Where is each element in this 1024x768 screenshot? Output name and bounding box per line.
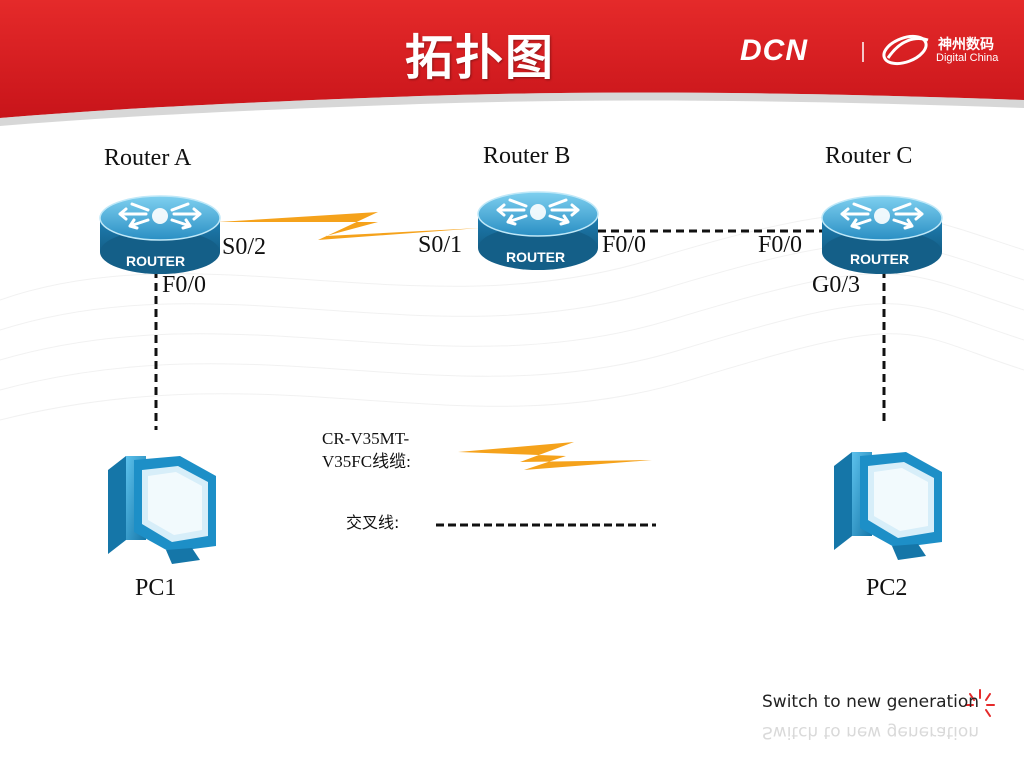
pc2-label: PC2: [866, 575, 908, 601]
pc1-icon: [108, 456, 216, 564]
legend-cross-label: 交叉线:: [346, 513, 400, 532]
slogan: Switch to new generation: [762, 692, 980, 712]
legend-serial-label-line2: V35FC线缆:: [322, 452, 411, 471]
sparkle-icon: [965, 689, 995, 717]
digital-china-logo-icon: [882, 34, 929, 66]
port-a-f00: F0/0: [162, 272, 207, 298]
brand-english-name: Digital China: [936, 52, 999, 64]
brand-chinese-name: 神州数码: [938, 37, 994, 53]
router-b-badge: ROUTER: [506, 249, 566, 265]
router-c-label: Router C: [825, 143, 913, 169]
port-c-g03: G0/3: [812, 272, 860, 298]
pc2-icon: [834, 452, 942, 560]
port-b-f00: F0/0: [602, 232, 647, 258]
port-a-s02: S0/2: [222, 234, 267, 260]
slogan-reflection: Switch to new generation: [762, 722, 980, 742]
port-b-s01: S0/1: [418, 232, 463, 258]
serial-link-a-b: [218, 212, 480, 240]
router-a-label: Router A: [104, 145, 192, 171]
legend-serial-symbol: [458, 442, 652, 470]
port-c-f00: F0/0: [758, 232, 803, 258]
dcn-logo: DCN: [740, 34, 808, 67]
router-c-badge: ROUTER: [850, 251, 910, 267]
legend-serial-label-line1: CR-V35MT-: [322, 429, 410, 448]
pc1-label: PC1: [135, 575, 177, 601]
router-b-label: Router B: [483, 143, 571, 169]
router-a-badge: ROUTER: [126, 253, 186, 269]
page-title: 拓扑图: [404, 30, 555, 86]
